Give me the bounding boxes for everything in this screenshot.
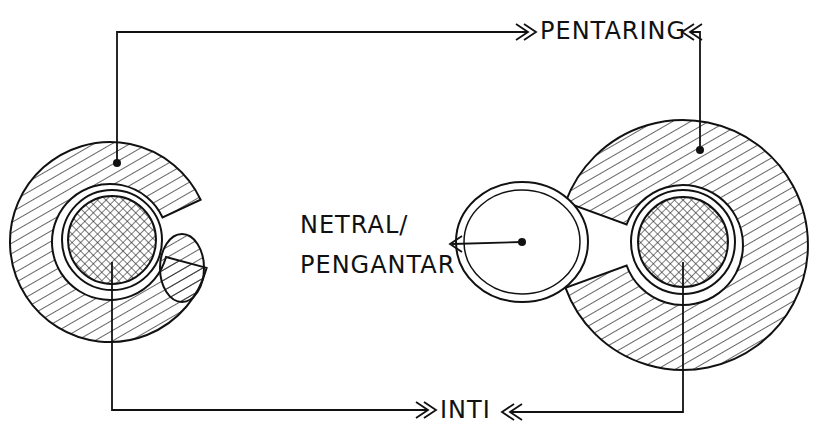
insulation-lobe: [160, 234, 204, 302]
insulation: [10, 142, 207, 342]
part-label: NETRAL/ PENGANTAR: [300, 205, 448, 285]
part-label: PENTARING: [540, 17, 690, 45]
insulation: [566, 120, 808, 370]
leader-dots: [113, 146, 704, 246]
leader-lines: [112, 24, 702, 420]
left-cable: [10, 142, 207, 342]
neutral-inner: [464, 190, 580, 294]
neutral-conductor: [456, 182, 588, 302]
right-cable: [456, 120, 808, 370]
part-label: INTI: [440, 396, 510, 424]
